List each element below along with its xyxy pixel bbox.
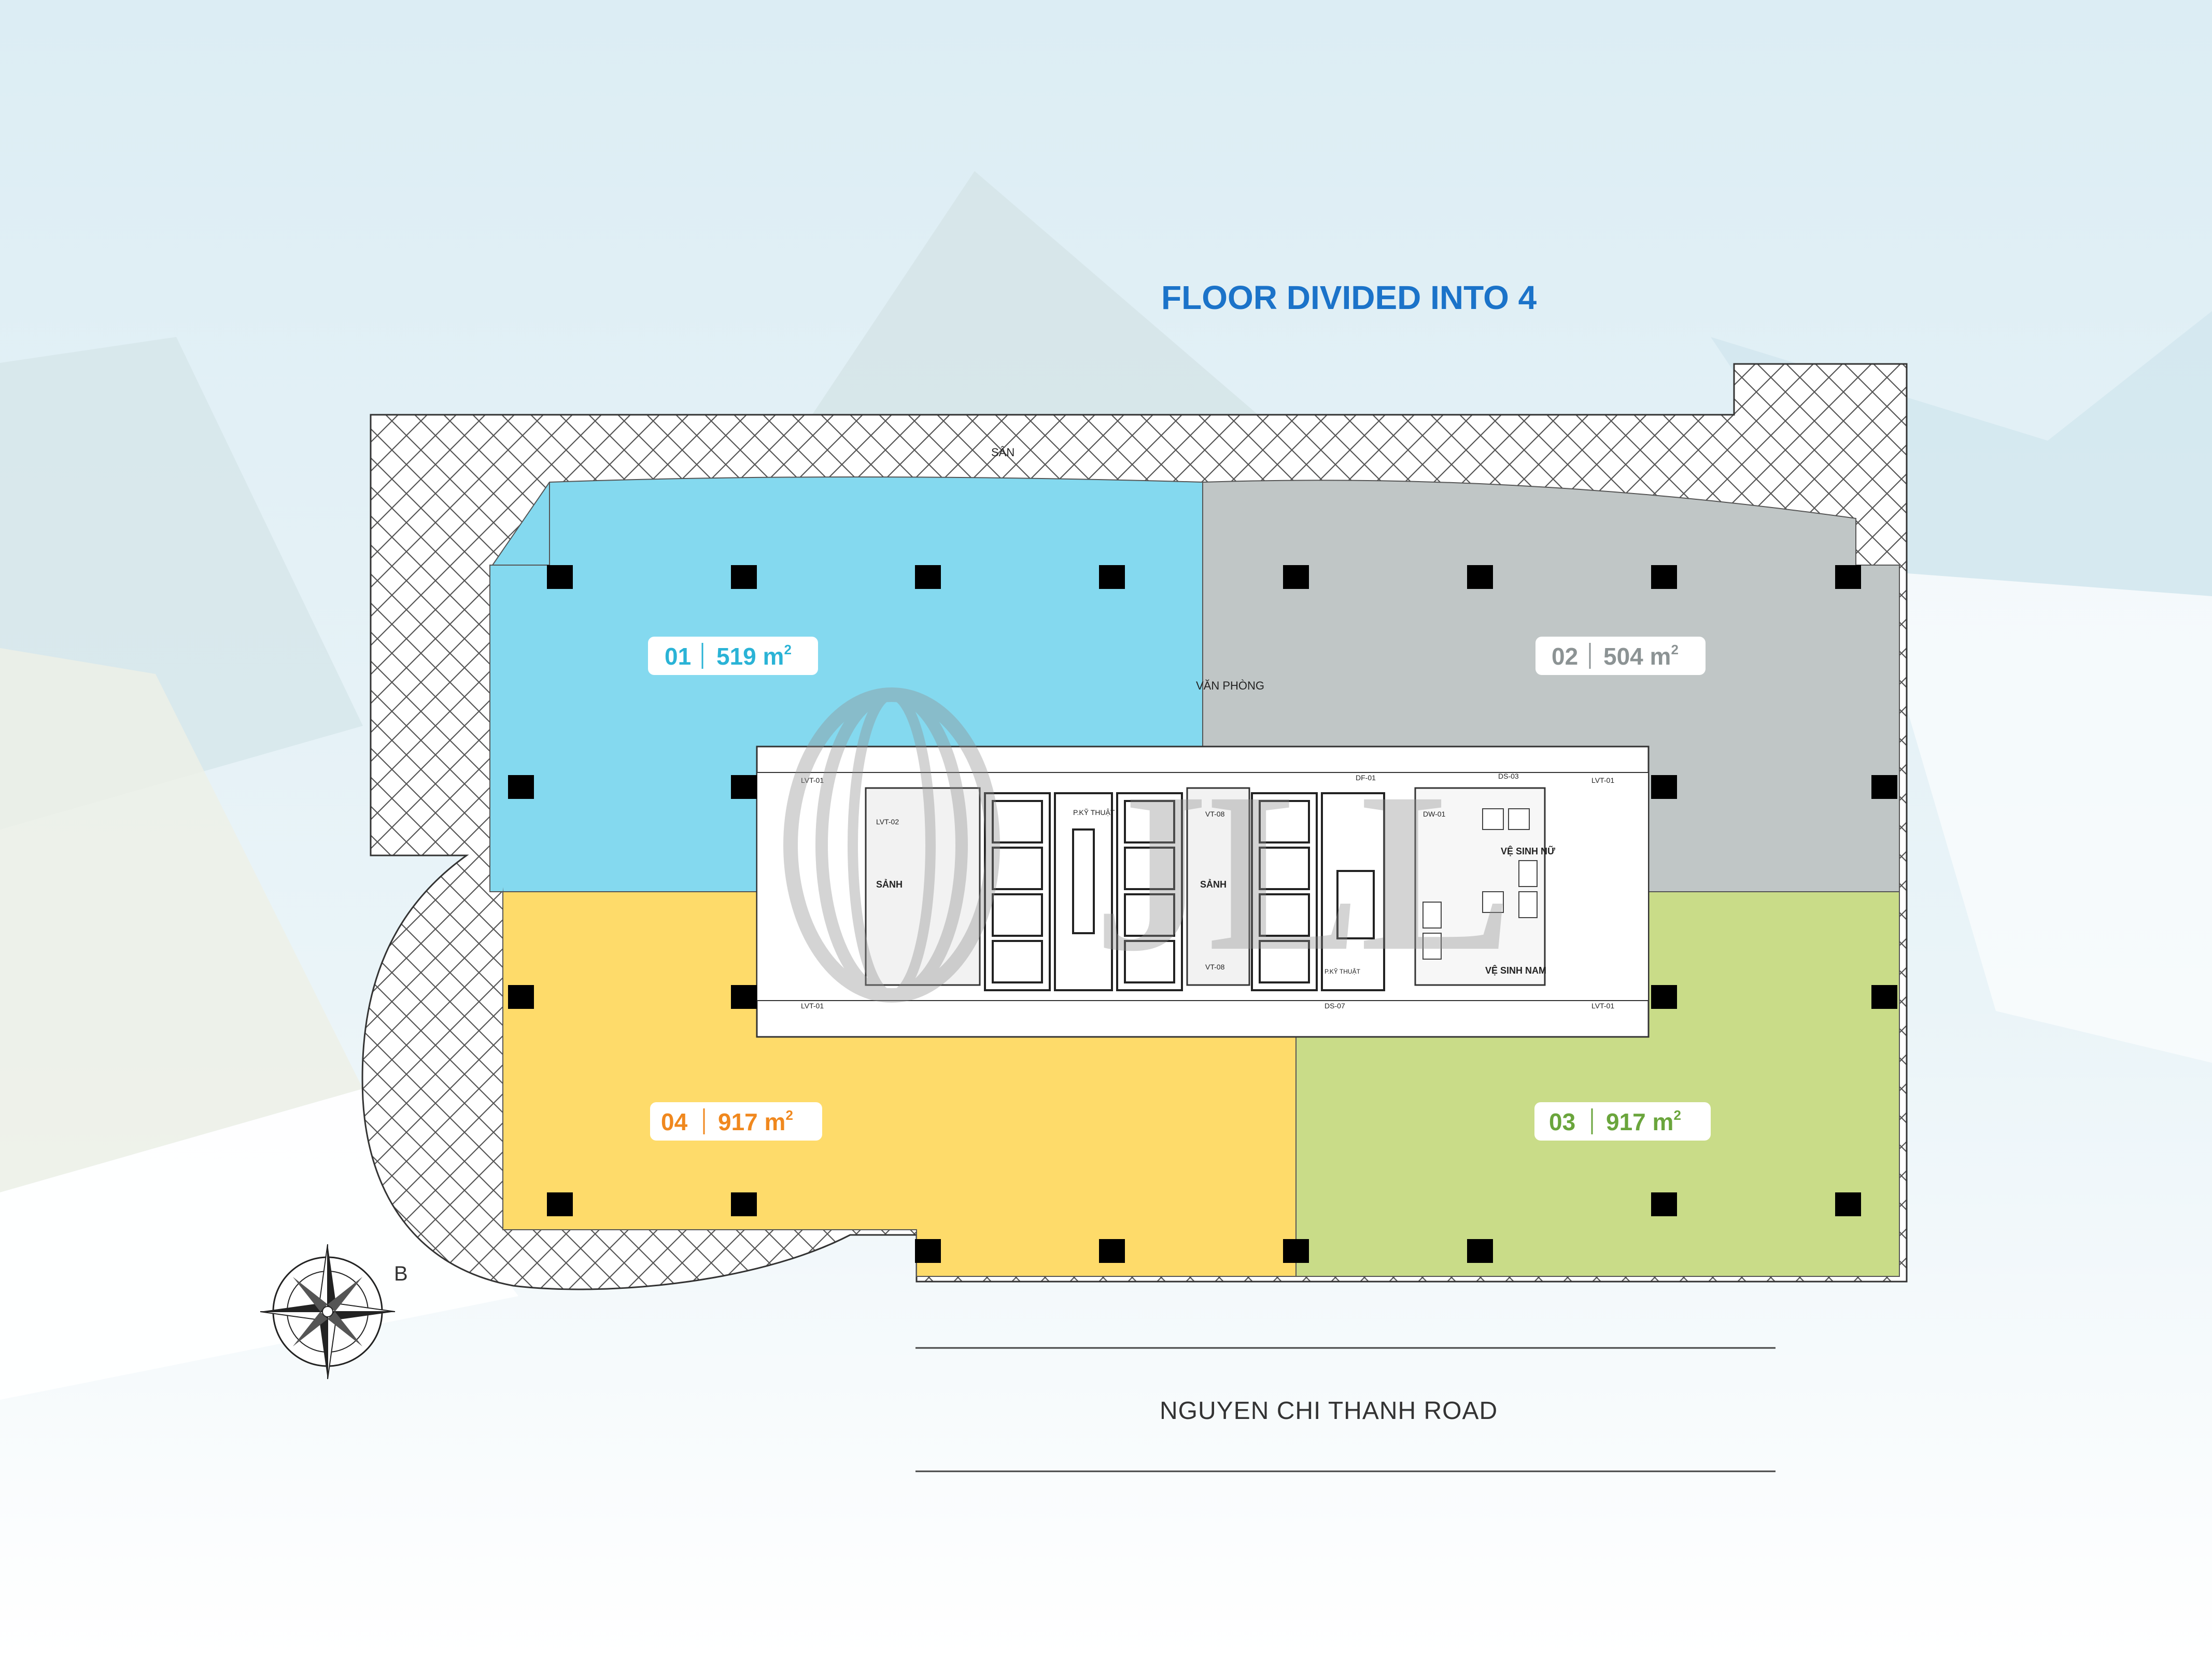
unit-04-id: 04: [661, 1108, 688, 1135]
unit-02-area: 504: [1603, 643, 1643, 670]
page-title: FLOOR DIVIDED INTO 4: [1161, 279, 1537, 316]
compass-label: B: [394, 1262, 408, 1285]
tag-lvt01-d: LVT-01: [1591, 1002, 1614, 1010]
unit-03-sup: 2: [1673, 1107, 1681, 1123]
lobby-center-label: SẢNH: [1200, 879, 1227, 890]
unit-04-unit: m: [765, 1108, 786, 1135]
unit-03-label[interactable]: 03 917 m2: [1534, 1102, 1711, 1141]
technical-room-label-right: P.KỸ THUẬT: [1325, 967, 1361, 975]
svg-text:917 m2: 917 m2: [1606, 1107, 1681, 1135]
unit-01-sup: 2: [784, 642, 791, 657]
unit-02-unit: m: [1650, 643, 1671, 670]
svg-text:504 m2: 504 m2: [1603, 642, 1679, 670]
unit-03-area: 917: [1606, 1108, 1646, 1135]
technical-room-label-left: P.KỸ THUẬT: [1073, 808, 1115, 817]
watermark-text: JLL: [1094, 746, 1512, 999]
tag-df01: DF-01: [1356, 774, 1376, 782]
compass-icon: [260, 1244, 396, 1380]
mens-restroom-label: VỆ SINH NAM: [1485, 965, 1546, 976]
office-label: VĂN PHÒNG: [1196, 679, 1264, 692]
tag-lvt02: LVT-02: [876, 818, 899, 826]
unit-02-label[interactable]: 02 504 m2: [1535, 637, 1706, 675]
womens-restroom-label: VỆ SINH NỮ: [1501, 846, 1555, 856]
unit-01-label[interactable]: 01 519 m2: [648, 637, 818, 675]
unit-04-sup: 2: [785, 1107, 793, 1123]
unit-04-area: 917: [718, 1108, 758, 1135]
svg-text:917 m2: 917 m2: [718, 1107, 793, 1135]
tag-ds07: DS-07: [1325, 1002, 1345, 1010]
tag-lvt01-b: LVT-01: [801, 1002, 824, 1010]
svg-text:519 m2: 519 m2: [716, 642, 792, 670]
unit-01-id: 01: [665, 643, 691, 670]
unit-04-label[interactable]: 04 917 m2: [650, 1102, 822, 1141]
terrace-label: SÂN: [991, 446, 1015, 459]
tag-ds03: DS-03: [1498, 772, 1519, 780]
tag-vt08-top: VT-08: [1205, 810, 1225, 818]
unit-03-unit: m: [1653, 1108, 1674, 1135]
tag-lvt01-c: LVT-01: [1591, 776, 1614, 784]
tag-vt08-bottom: VT-08: [1205, 963, 1225, 971]
structural-columns: [508, 565, 1897, 1263]
building-core: SẢNH SẢNH VỆ SINH NỮ VỆ SINH NAM P.KỸ TH…: [756, 679, 1650, 1038]
unit-03-id: 03: [1549, 1108, 1575, 1135]
lobby-left-label: SẢNH: [876, 879, 903, 890]
jll-watermark: JLL: [783, 687, 1512, 1003]
unit-02-id: 02: [1552, 643, 1578, 670]
road-label: NGUYEN CHI THANH ROAD: [1160, 1397, 1498, 1425]
tag-dw01: DW-01: [1423, 810, 1446, 818]
unit-01-area: 519: [716, 643, 756, 670]
unit-02-sup: 2: [1671, 642, 1678, 657]
unit-01-unit: m: [763, 643, 784, 670]
tag-lvt01-a: LVT-01: [801, 776, 824, 784]
road: NGUYEN CHI THANH ROAD: [915, 1347, 1776, 1472]
